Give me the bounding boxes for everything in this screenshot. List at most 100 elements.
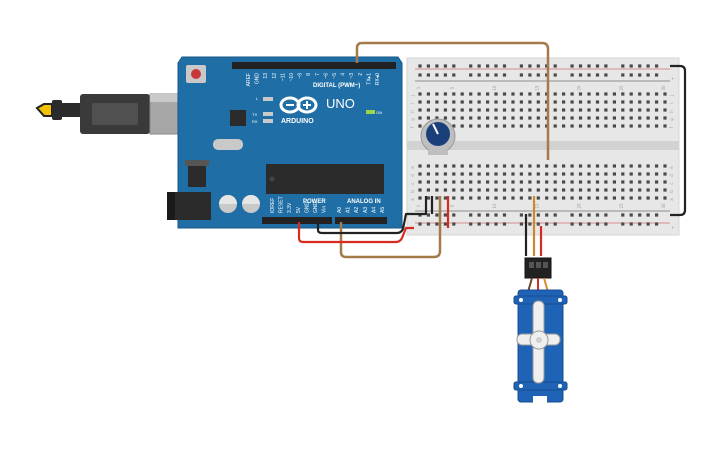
rail-hole[interactable]: [418, 73, 422, 77]
breadboard-hole[interactable]: [477, 196, 481, 200]
breadboard-hole[interactable]: [612, 116, 616, 120]
rail-hole[interactable]: [646, 64, 650, 68]
breadboard-hole[interactable]: [418, 100, 422, 104]
breadboard-hole[interactable]: [663, 100, 667, 104]
breadboard-hole[interactable]: [663, 180, 667, 184]
breadboard-hole[interactable]: [435, 116, 439, 120]
breadboard-hole[interactable]: [452, 108, 456, 112]
servo-horn[interactable]: [516, 300, 561, 384]
rail-hole[interactable]: [553, 73, 557, 77]
breadboard-hole[interactable]: [452, 92, 456, 96]
breadboard-hole[interactable]: [578, 172, 583, 176]
breadboard-hole[interactable]: [418, 116, 422, 120]
breadboard-hole[interactable]: [663, 188, 667, 192]
breadboard-hole[interactable]: [655, 92, 659, 96]
rail-hole[interactable]: [621, 213, 625, 217]
rail-hole[interactable]: [595, 64, 600, 68]
rail-hole[interactable]: [629, 213, 633, 217]
breadboard-hole[interactable]: [469, 108, 473, 112]
breadboard-hole[interactable]: [528, 92, 532, 96]
breadboard-hole[interactable]: [612, 124, 616, 128]
rail-hole[interactable]: [469, 73, 473, 77]
breadboard-hole[interactable]: [528, 124, 532, 128]
rail-hole[interactable]: [435, 222, 439, 226]
breadboard-hole[interactable]: [435, 196, 439, 200]
breadboard-hole[interactable]: [502, 100, 507, 104]
rail-hole[interactable]: [570, 73, 574, 77]
rail-hole[interactable]: [494, 64, 498, 68]
breadboard-hole[interactable]: [435, 172, 439, 176]
breadboard-hole[interactable]: [469, 180, 473, 184]
rail-hole[interactable]: [486, 213, 490, 217]
breadboard-hole[interactable]: [595, 196, 600, 200]
breadboard-hole[interactable]: [486, 188, 490, 192]
breadboard-hole[interactable]: [502, 92, 507, 96]
breadboard-hole[interactable]: [553, 124, 557, 128]
breadboard-hole[interactable]: [545, 108, 549, 112]
breadboard-hole[interactable]: [587, 116, 591, 120]
breadboard-hole[interactable]: [494, 188, 498, 192]
breadboard-hole[interactable]: [578, 100, 583, 104]
breadboard-hole[interactable]: [511, 196, 515, 200]
breadboard-hole[interactable]: [663, 164, 667, 168]
rail-hole[interactable]: [502, 222, 507, 226]
rail-hole[interactable]: [443, 73, 447, 77]
breadboard-hole[interactable]: [612, 180, 616, 184]
breadboard-hole[interactable]: [621, 116, 625, 120]
rail-hole[interactable]: [578, 213, 583, 217]
breadboard-hole[interactable]: [452, 172, 456, 176]
rail-hole[interactable]: [528, 222, 532, 226]
rail-hole[interactable]: [494, 222, 498, 226]
breadboard-hole[interactable]: [486, 100, 490, 104]
breadboard-hole[interactable]: [595, 108, 600, 112]
breadboard-hole[interactable]: [595, 172, 600, 176]
breadboard-hole[interactable]: [536, 164, 540, 168]
breadboard-hole[interactable]: [570, 124, 574, 128]
wire-brown-signal[interactable]: [339, 41, 550, 259]
rail-hole[interactable]: [587, 213, 591, 217]
rail-hole[interactable]: [502, 64, 507, 68]
breadboard-hole[interactable]: [426, 116, 430, 120]
breadboard-hole[interactable]: [570, 188, 574, 192]
breadboard-hole[interactable]: [553, 196, 557, 200]
breadboard-hole[interactable]: [646, 100, 650, 104]
rail-hole[interactable]: [578, 64, 583, 68]
rail-hole[interactable]: [477, 222, 481, 226]
rail-hole[interactable]: [629, 222, 633, 226]
breadboard-hole[interactable]: [426, 188, 430, 192]
breadboard-hole[interactable]: [477, 116, 481, 120]
breadboard-hole[interactable]: [663, 124, 667, 128]
breadboard-hole[interactable]: [545, 180, 549, 184]
breadboard-hole[interactable]: [486, 164, 490, 168]
breadboard-hole[interactable]: [587, 164, 591, 168]
breadboard-hole[interactable]: [418, 108, 422, 112]
breadboard-hole[interactable]: [545, 92, 549, 96]
breadboard-hole[interactable]: [545, 172, 549, 176]
breadboard-hole[interactable]: [578, 124, 583, 128]
rail-hole[interactable]: [595, 222, 600, 226]
breadboard-hole[interactable]: [443, 196, 447, 200]
breadboard-hole[interactable]: [486, 92, 490, 96]
breadboard-hole[interactable]: [570, 180, 574, 184]
rail-hole[interactable]: [545, 64, 549, 68]
breadboard-hole[interactable]: [460, 164, 464, 168]
breadboard-hole[interactable]: [426, 172, 430, 176]
breadboard-hole[interactable]: [621, 196, 625, 200]
breadboard-hole[interactable]: [621, 100, 625, 104]
breadboard-hole[interactable]: [519, 164, 523, 168]
breadboard-hole[interactable]: [612, 100, 616, 104]
breadboard-hole[interactable]: [460, 180, 464, 184]
breadboard-hole[interactable]: [519, 196, 523, 200]
breadboard-hole[interactable]: [511, 116, 515, 120]
rail-hole[interactable]: [629, 73, 633, 77]
breadboard-hole[interactable]: [528, 164, 532, 168]
breadboard-hole[interactable]: [469, 188, 473, 192]
rail-hole[interactable]: [494, 213, 498, 217]
rail-hole[interactable]: [469, 222, 473, 226]
breadboard-hole[interactable]: [469, 172, 473, 176]
breadboard-hole[interactable]: [604, 180, 608, 184]
breadboard-hole[interactable]: [477, 124, 481, 128]
breadboard-hole[interactable]: [595, 188, 600, 192]
rail-hole[interactable]: [587, 222, 591, 226]
breadboard-hole[interactable]: [646, 180, 650, 184]
